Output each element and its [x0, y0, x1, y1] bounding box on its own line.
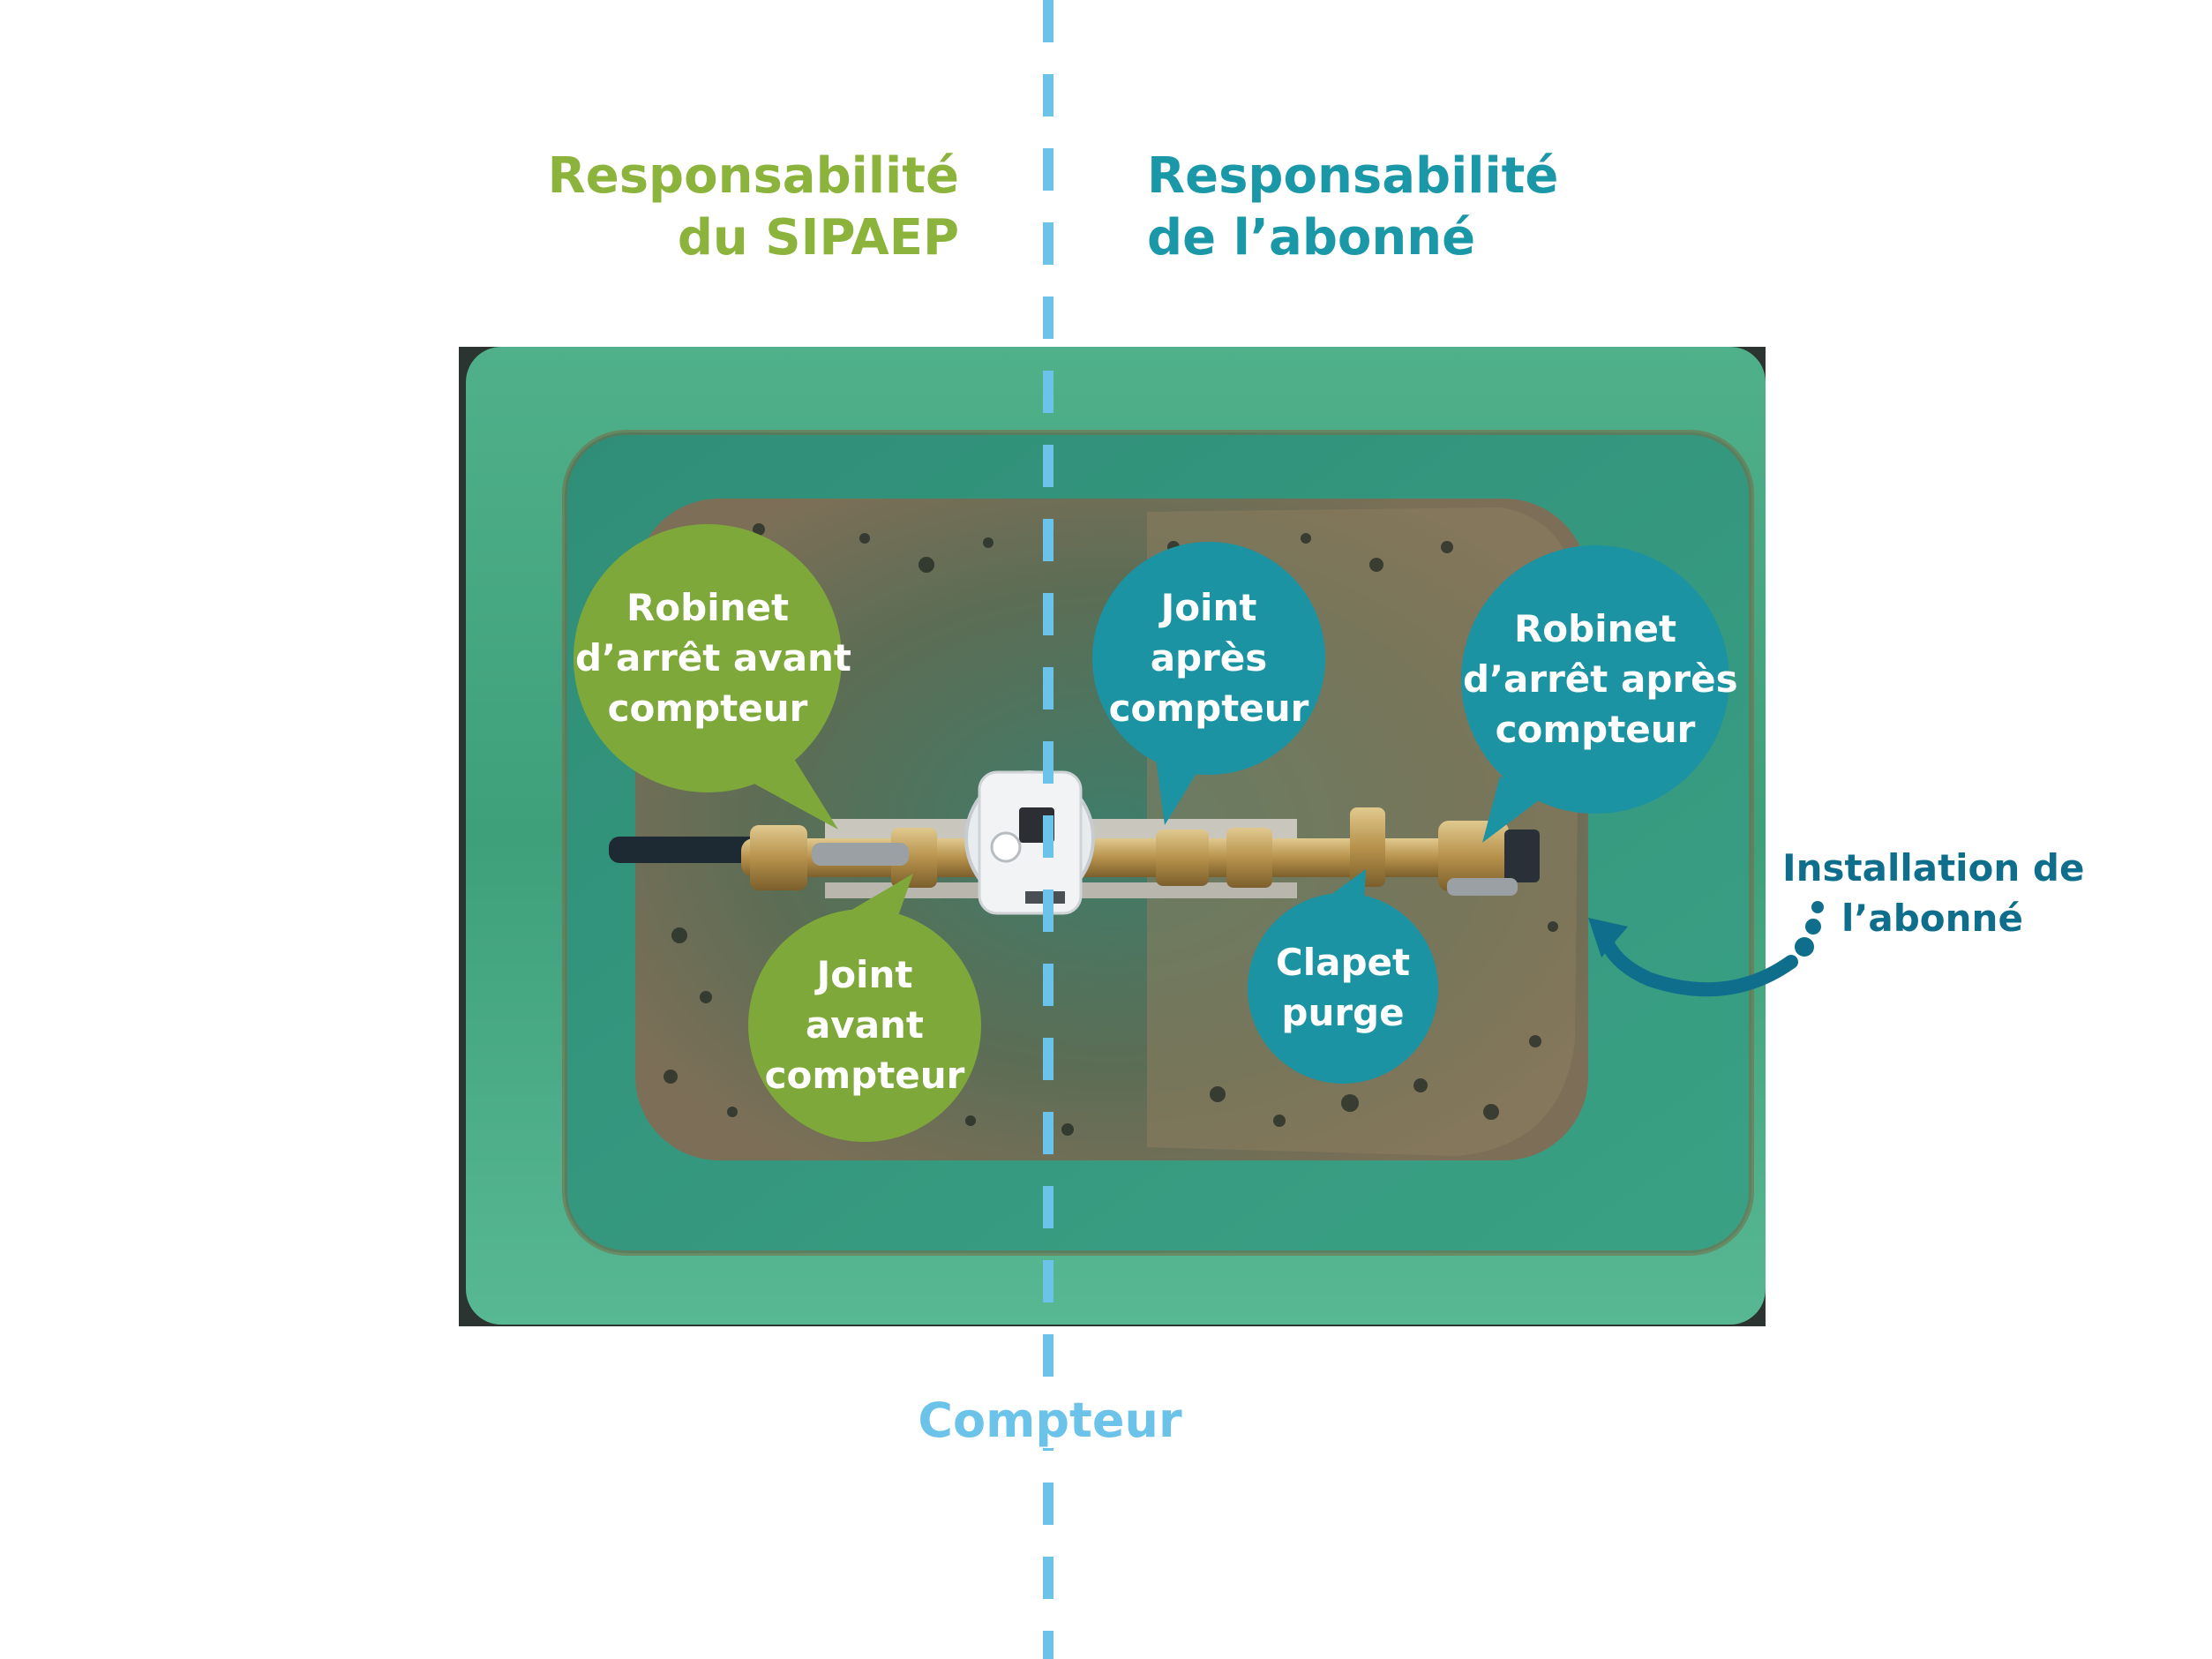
installation-label: Installation de l’abonné	[1782, 843, 2085, 943]
label-line: compteur	[1108, 687, 1309, 730]
supply-pipe	[609, 837, 759, 863]
label-line: compteur	[764, 1054, 965, 1097]
abonne-heading-line2: de l’abonné	[1147, 209, 1476, 266]
bubble-robinet-avant	[574, 524, 842, 830]
label-robinet-apres: Robinet d’arrêt après compteur	[1463, 604, 1738, 754]
label-joint-avant: Joint avant compteur	[750, 950, 979, 1100]
bubble-clapet-purge	[1248, 869, 1438, 1084]
label-line: Joint	[1160, 586, 1257, 629]
bubble-robinet-apres	[1461, 545, 1729, 843]
label-line: d’arrêt après	[1463, 657, 1738, 701]
label-line: Robinet	[1513, 607, 1677, 650]
label-line: après	[1150, 636, 1268, 679]
abonne-heading-line1: Responsabilité	[1147, 147, 1559, 205]
label-line: compteur	[1495, 708, 1696, 751]
label-line: avant	[805, 1003, 925, 1047]
installation-label-line2: l’abonné	[1841, 897, 2023, 940]
bubble-joint-avant	[748, 874, 981, 1142]
label-robinet-avant: Robinet d’arrêt avant compteur	[575, 582, 852, 733]
label-line: compteur	[607, 687, 808, 730]
label-line: Joint	[816, 953, 913, 996]
sipaep-responsibility-heading: Responsabilité du SIPAEP	[548, 146, 959, 269]
bubble-joint-apres	[1092, 542, 1325, 825]
label-line: d’arrêt avant	[575, 636, 852, 679]
installation-arrow	[1588, 901, 1824, 997]
abonne-responsibility-heading: Responsabilité de l’abonné	[1147, 146, 1558, 269]
label-line: purge	[1281, 991, 1405, 1034]
installation-label-line1: Installation de	[1782, 846, 2085, 890]
label-joint-apres: Joint après compteur	[1094, 582, 1323, 733]
label-line: Robinet	[626, 586, 790, 629]
sipaep-heading-line1: Responsabilité	[547, 147, 959, 205]
meter-label: Compteur	[918, 1393, 1182, 1448]
label-line: Clapet	[1275, 941, 1411, 984]
sipaep-heading-line2: du SIPAEP	[677, 209, 959, 266]
label-clapet-purge: Clapet purge	[1255, 937, 1431, 1038]
